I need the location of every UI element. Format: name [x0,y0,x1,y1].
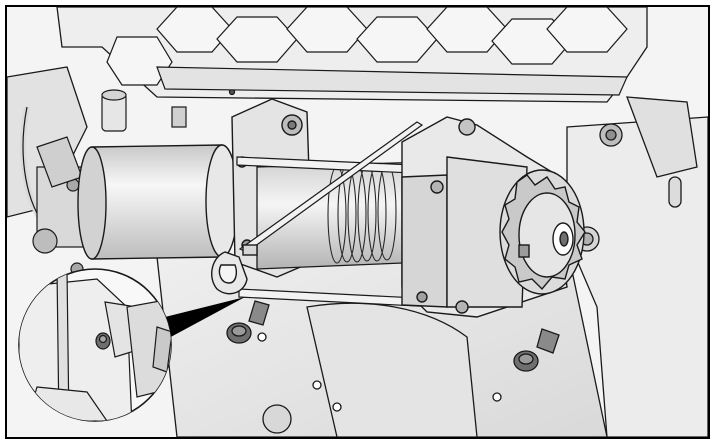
winch-drum [256,161,428,270]
winch-mounting-illustration [7,7,708,437]
detail-callout-pointer [157,297,245,339]
hex-grille [106,7,628,96]
cable-hook [211,244,258,295]
detail-inset [18,268,172,422]
clutch-knob [499,169,586,295]
winch-motor [77,144,239,260]
figure-border [5,5,710,439]
mounting-bolts [226,300,560,372]
